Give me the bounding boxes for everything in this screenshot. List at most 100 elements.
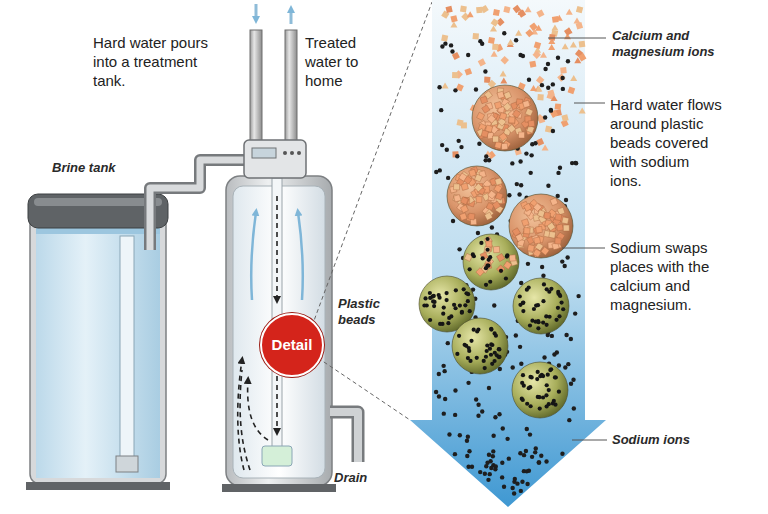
illustration-rect <box>120 236 134 464</box>
illustration-rect <box>560 67 567 74</box>
illustration-circle <box>469 339 473 343</box>
illustration-polygon <box>556 15 563 21</box>
illustration-circle <box>537 460 541 464</box>
illustration-path <box>248 380 268 440</box>
illustration-circle <box>453 388 457 392</box>
illustration-rect <box>492 44 498 50</box>
illustration-rect <box>533 249 541 257</box>
illustration-circle <box>564 198 568 202</box>
illustration-circle <box>462 287 466 291</box>
illustration-g <box>419 85 573 418</box>
illustration-circle <box>554 375 558 379</box>
illustration-rect <box>578 53 586 61</box>
illustration-circle <box>466 381 470 385</box>
illustration-circle <box>573 311 577 315</box>
illustration-rect <box>528 120 535 127</box>
illustration-circle <box>297 151 301 155</box>
illustration-circle <box>505 437 509 441</box>
illustration-circle <box>474 397 478 401</box>
illustration-circle <box>493 467 497 471</box>
illustration-rect <box>533 203 541 211</box>
illustration-rect <box>495 178 503 186</box>
illustration-circle <box>487 158 491 162</box>
illustration-polygon <box>579 108 586 114</box>
illustration-rect <box>536 138 544 146</box>
illustration-circle <box>556 171 560 175</box>
illustration-polygon <box>570 42 577 48</box>
illustration-circle <box>497 347 501 351</box>
callout-text: Sodium swaps places with the calcium and… <box>610 238 725 314</box>
illustration-circle <box>482 359 486 363</box>
illustration-circle <box>484 266 488 270</box>
illustration-circle <box>536 326 540 330</box>
illustration-rect <box>488 190 496 198</box>
illustration-circle <box>561 87 565 91</box>
illustration-rect <box>495 141 502 148</box>
illustration-rect <box>555 238 561 244</box>
illustration-circle <box>472 328 476 332</box>
illustration-circle <box>543 67 547 71</box>
illustration-circle <box>546 86 550 90</box>
illustration-rect <box>562 217 569 224</box>
illustration-circle <box>492 303 496 307</box>
illustration-circle <box>542 355 546 359</box>
illustration-rect <box>461 183 468 190</box>
illustration-circle <box>485 237 489 241</box>
illustration-circle <box>458 433 462 437</box>
illustration-circle <box>489 327 493 331</box>
illustration-circle <box>499 269 503 273</box>
illustration-rect <box>452 72 458 78</box>
illustration-circle <box>446 176 450 180</box>
illustration-circle <box>515 481 519 485</box>
illustration-polygon <box>551 95 558 101</box>
illustration-circle <box>528 432 532 436</box>
illustration-circle <box>497 412 501 416</box>
illustration-rect <box>36 228 160 478</box>
illustration-circle <box>538 374 542 378</box>
illustration-rect <box>441 35 448 42</box>
illustration-circle <box>449 43 453 47</box>
illustration-rect <box>476 268 484 276</box>
illustration-rect <box>533 51 541 59</box>
illustration-circle <box>475 356 479 360</box>
illustration-rect <box>525 108 533 116</box>
illustration-circle <box>552 352 556 356</box>
illustration-circle <box>521 309 525 313</box>
illustration-rect <box>453 184 459 190</box>
illustration-rect <box>504 91 512 99</box>
illustration-rect <box>549 231 556 238</box>
illustration-rect <box>527 244 534 251</box>
illustration-path <box>276 196 278 300</box>
illustration-circle <box>513 278 569 334</box>
illustration-rect <box>512 228 520 236</box>
illustration-circle <box>528 323 532 327</box>
illustration-circle <box>466 299 470 303</box>
illustration-rect <box>501 143 508 150</box>
illustration-circle <box>512 362 568 418</box>
illustration-polygon <box>500 78 507 84</box>
illustration-circle <box>476 231 480 235</box>
illustration-circle <box>483 472 487 476</box>
illustration-circle <box>485 461 489 465</box>
illustration-circle <box>542 282 546 286</box>
illustration-polygon <box>562 43 569 49</box>
illustration-circle <box>483 366 487 370</box>
illustration-circle <box>458 303 462 307</box>
illustration-circle <box>545 404 549 408</box>
illustration-rect <box>461 197 469 205</box>
illustration-circle <box>520 381 524 385</box>
illustration-circle <box>478 470 482 474</box>
illustration-circle <box>552 399 556 403</box>
illustration-line <box>548 38 606 39</box>
illustration-rect <box>484 77 490 83</box>
illustration-circle <box>544 459 548 463</box>
illustration-rect <box>226 176 332 486</box>
illustration-circle <box>492 359 496 363</box>
illustration-circle <box>543 115 547 119</box>
illustration-circle <box>446 341 450 345</box>
illustration-circle <box>562 264 566 268</box>
illustration-rect <box>536 9 544 17</box>
illustration-circle <box>551 129 555 133</box>
illustration-circle <box>477 142 481 146</box>
